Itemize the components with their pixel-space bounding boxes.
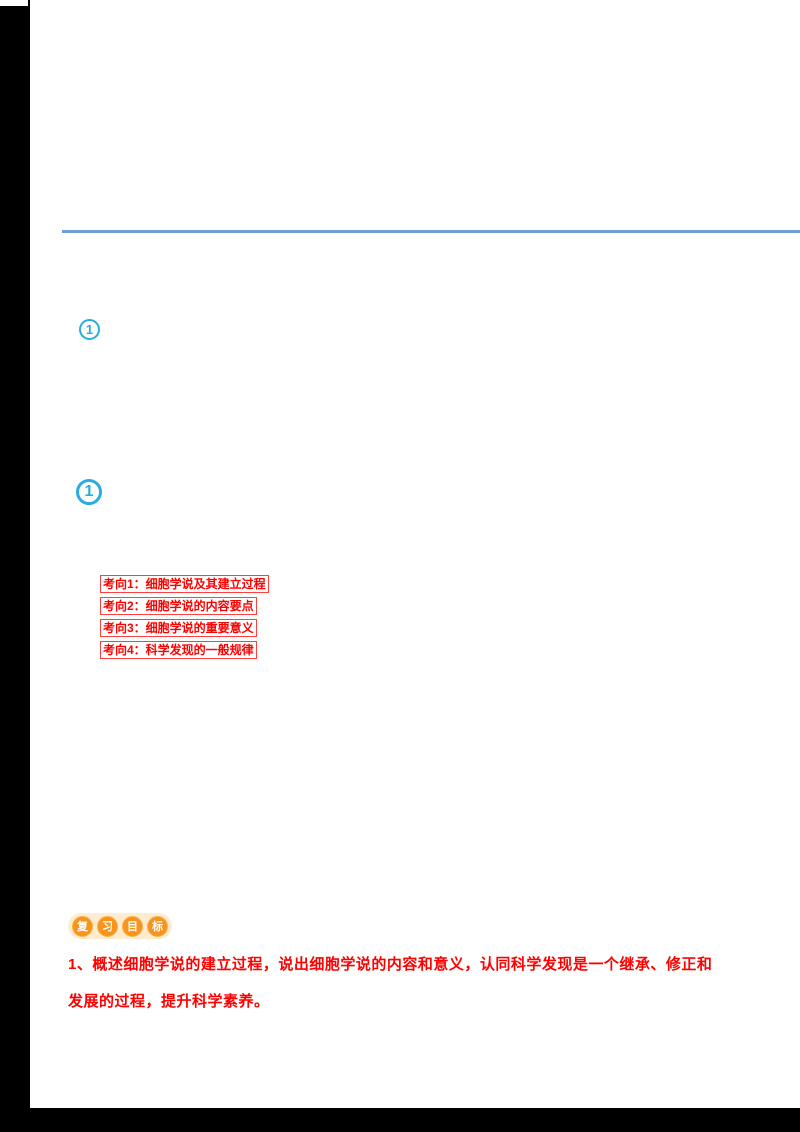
badge-char-icon: 复 [72,915,93,937]
review-goal-badge: 复 习 目 标 [68,913,172,939]
circled-number-1-icon: 1 [76,479,102,505]
review-goal-text: 1、概述细胞学说的建立过程，说出细胞学说的内容和意义，认同科学发现是一个继承、修… [68,956,713,1010]
list-item: 考向4：科学发现的一般规律 [100,641,257,659]
badge-char-icon: 习 [97,915,118,937]
circled-number-1-icon: 1 [79,319,100,340]
marker-number: 1 [84,483,94,500]
badge-char-icon: 标 [147,915,168,937]
exam-directions-list: 考向1：细胞学说及其建立过程 考向2：细胞学说的内容要点 考向3：细胞学说的重要… [100,575,269,663]
list-item: 考向2：细胞学说的内容要点 [100,597,257,615]
marker-number: 1 [85,322,94,337]
badge-char-icon: 目 [122,915,143,937]
page-corner-sliver [0,0,28,6]
list-item: 考向3：细胞学说的重要意义 [100,619,257,637]
list-item: 考向1：细胞学说及其建立过程 [100,575,269,593]
document-page: 1 1 考向1：细胞学说及其建立过程 考向2：细胞学说的内容要点 考向3：细胞学… [30,0,800,1108]
section-divider-rule [62,230,800,233]
